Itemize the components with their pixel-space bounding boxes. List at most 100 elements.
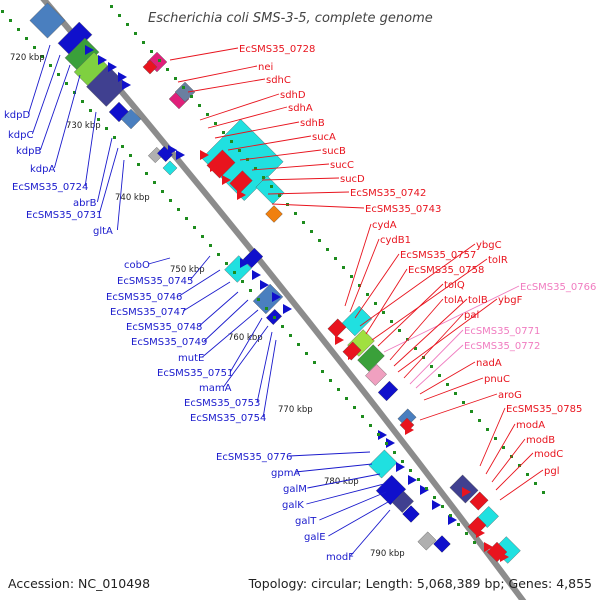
track-dot: [201, 235, 204, 238]
gene-arrow: [420, 485, 429, 495]
gene-arrow: [378, 430, 387, 440]
gene-leader-line: [227, 135, 312, 151]
track-dot: [238, 149, 241, 152]
tick-label: 750 kbp: [170, 265, 205, 275]
gene-leader-line: [223, 325, 269, 388]
track-dot: [25, 37, 28, 40]
gene-label-right: cydA: [372, 220, 397, 231]
gene-arrow: [237, 190, 246, 200]
gene-label-right: nei: [258, 62, 273, 73]
gene-label-right: EcSMS35_0758: [408, 265, 484, 276]
track-dot: [17, 28, 20, 31]
track-dot: [198, 104, 201, 107]
gene-label-right: EcSMS35_0785: [506, 404, 582, 415]
gene-label-right: cydB1: [380, 235, 411, 246]
gene-leader-line: [350, 509, 391, 557]
gene-arrow: [108, 62, 117, 72]
gene-arrow: [176, 150, 185, 160]
track-dot: [534, 482, 537, 485]
track-dot: [433, 496, 436, 499]
track-dot: [409, 469, 412, 472]
gene-leader-line: [39, 64, 71, 151]
track-dot: [65, 82, 68, 85]
track-dot: [134, 32, 137, 35]
gene-leader-line: [409, 329, 464, 385]
track-dot: [542, 491, 545, 494]
track-dot: [97, 118, 100, 121]
gene-leader-line: [393, 298, 468, 367]
track-dot: [353, 406, 356, 409]
track-dot: [158, 59, 161, 62]
track-dot: [462, 401, 465, 404]
track-dot: [321, 370, 324, 373]
gene-label-left: EcSMS35_0753: [184, 398, 260, 409]
gene-label-right: sucB: [322, 146, 346, 157]
gene-label-left: EcSMS35_0751: [157, 368, 233, 379]
tick-label: 740 kbp: [115, 193, 150, 203]
track-dot: [241, 280, 244, 283]
gene-leader-line: [319, 491, 387, 521]
track-dot: [326, 248, 329, 251]
gene-leader-line: [239, 149, 322, 161]
gene-arrow: [405, 425, 414, 435]
tick-label: 780 kbp: [324, 477, 359, 487]
track-dot: [470, 410, 473, 413]
track-dot: [366, 293, 369, 296]
track-dot: [121, 145, 124, 148]
track-dot: [150, 50, 153, 53]
gene-arrow: [386, 438, 395, 448]
gene-label-left: modF: [326, 552, 354, 563]
tick-label: 770 kbp: [278, 405, 313, 415]
gene-arrow: [500, 552, 509, 562]
track-dot: [273, 316, 276, 319]
track-dot: [137, 163, 140, 166]
gene-label-left: galK: [282, 500, 304, 511]
gene-label-right: EcSMS35_0757: [400, 250, 476, 261]
gene-arrow: [122, 80, 131, 90]
track-dot: [214, 122, 217, 125]
gene-leader-line: [267, 191, 350, 195]
track-dot: [318, 239, 321, 242]
track-dot: [129, 154, 132, 157]
gene-leader-line: [423, 377, 484, 401]
track-dot: [33, 46, 36, 49]
gene-label-right: EcSMS35_0742: [350, 188, 426, 199]
gene-feature-block: [229, 170, 253, 194]
gene-arrow: [462, 487, 471, 497]
gene-leader-line: [344, 223, 372, 307]
gene-feature-block: [402, 505, 420, 523]
track-dot: [302, 221, 305, 224]
track-dot: [385, 442, 388, 445]
gene-label-right: modB: [526, 435, 555, 446]
gene-label-left: galT: [295, 516, 317, 527]
gene-leader-line: [306, 483, 385, 505]
track-dot: [209, 244, 212, 247]
track-dot: [249, 289, 252, 292]
gene-label-right: tolR: [488, 255, 508, 266]
gene-label-right: nadA: [476, 358, 502, 369]
track-dot: [57, 73, 60, 76]
gene-arrow: [98, 55, 107, 65]
gene-leader-line: [349, 238, 380, 313]
gene-arrow: [283, 304, 292, 314]
gene-feature-block: [255, 175, 285, 205]
track-dot: [126, 23, 129, 26]
gene-arrow: [252, 270, 261, 280]
gene-label-left: EcSMS35_0747: [110, 307, 186, 318]
gene-label-left: mamA: [199, 383, 232, 394]
gene-label-left: gpmA: [271, 468, 300, 479]
gene-leader-line: [27, 44, 51, 115]
gene-label-right: EcSMS35_0743: [365, 204, 441, 215]
gene-label-right: ybgF: [498, 295, 523, 306]
gene-leader-line: [207, 106, 288, 129]
track-dot: [177, 208, 180, 211]
gene-feature-block: [265, 205, 283, 223]
gene-label-left: EcSMS35_0731: [26, 210, 102, 221]
gene-leader-line: [295, 463, 373, 473]
track-dot: [41, 55, 44, 58]
tick-label: 720 kbp: [10, 53, 45, 63]
track-dot: [217, 253, 220, 256]
gene-feature-block: [377, 380, 399, 402]
track-dot: [350, 275, 353, 278]
